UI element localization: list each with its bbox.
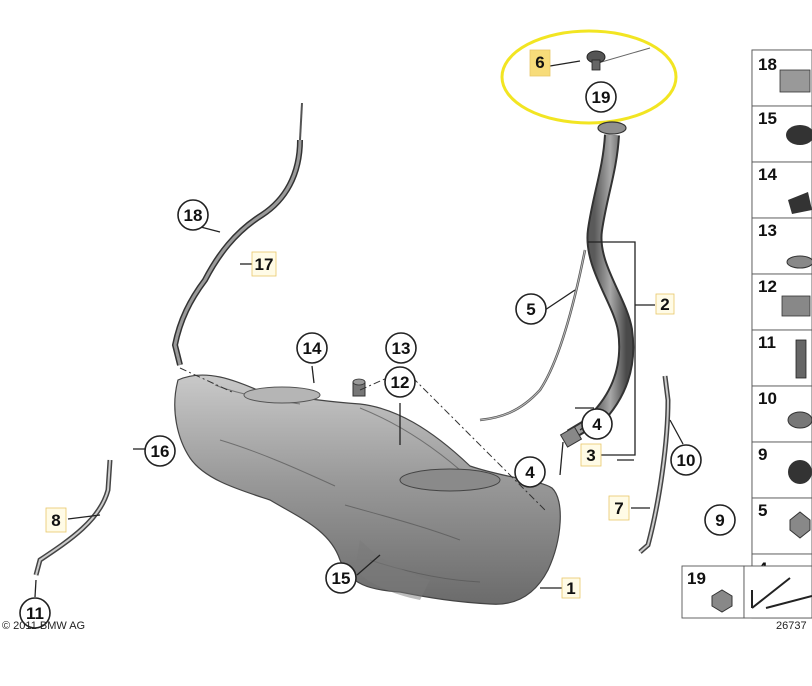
cap-part-drawing <box>586 47 651 71</box>
svg-text:14: 14 <box>758 165 777 184</box>
svg-text:13: 13 <box>758 221 777 240</box>
callout-1: 1 <box>561 577 581 599</box>
svg-text:11: 11 <box>26 604 44 623</box>
svg-text:7: 7 <box>614 499 623 518</box>
fuel-tank-drawing <box>174 374 561 605</box>
callout-16: 16 <box>144 435 176 467</box>
legend-cell-5: 5 <box>751 497 812 555</box>
svg-text:9: 9 <box>758 445 767 464</box>
callout-6: 6 <box>529 49 551 77</box>
copyright-text: © 2011 BMW AG <box>2 620 86 632</box>
legend-cell-15: 15 <box>751 105 812 163</box>
svg-text:2: 2 <box>660 295 669 314</box>
svg-text:11: 11 <box>758 333 776 352</box>
svg-text:19: 19 <box>592 88 611 107</box>
svg-text:9: 9 <box>715 511 724 530</box>
callout-4-lower: 4 <box>514 456 546 488</box>
svg-text:6: 6 <box>535 53 544 72</box>
graphic-cell <box>743 565 812 619</box>
diagram-id: 26737 <box>776 620 807 632</box>
legend-cell-12: 12 <box>751 273 812 331</box>
svg-text:19: 19 <box>687 569 706 588</box>
svg-text:8: 8 <box>51 511 60 530</box>
callout-4-upper: 4 <box>581 408 613 440</box>
callout-13: 13 <box>385 332 417 364</box>
svg-text:3: 3 <box>586 446 595 465</box>
bracket-8-drawing <box>33 459 113 576</box>
callout-15: 15 <box>325 562 357 594</box>
svg-text:18: 18 <box>758 55 777 74</box>
svg-text:15: 15 <box>332 569 351 588</box>
parts-legend: 18 15 14 13 12 11 10 <box>751 49 812 619</box>
filler-neck-drawing <box>479 121 635 448</box>
svg-text:5: 5 <box>758 501 767 520</box>
highlight-ellipse <box>500 29 678 125</box>
svg-text:5: 5 <box>526 300 535 319</box>
svg-text:18: 18 <box>184 206 203 225</box>
svg-text:4: 4 <box>525 463 535 482</box>
callout-7: 7 <box>608 495 630 521</box>
legend-cell-11: 11 <box>751 329 812 387</box>
legend-cell-14: 14 <box>751 161 812 219</box>
svg-text:12: 12 <box>391 373 410 392</box>
svg-text:14: 14 <box>303 339 322 358</box>
svg-text:13: 13 <box>392 339 411 358</box>
callout-12: 12 <box>384 366 416 398</box>
callout-3: 3 <box>580 443 602 467</box>
legend-cell-18: 18 <box>751 49 812 107</box>
svg-text:4: 4 <box>592 415 602 434</box>
callout-2: 2 <box>655 293 675 315</box>
svg-text:10: 10 <box>758 389 777 408</box>
svg-text:15: 15 <box>758 109 777 128</box>
callout-14: 14 <box>296 332 328 364</box>
callout-9: 9 <box>704 504 736 536</box>
callout-10: 10 <box>670 444 702 476</box>
callout-19: 19 <box>585 81 617 113</box>
svg-text:1: 1 <box>566 579 575 598</box>
legend-cell-9: 9 <box>751 441 812 499</box>
callout-18: 18 <box>177 199 209 231</box>
callout-5: 5 <box>515 293 547 325</box>
callout-17: 17 <box>251 251 277 277</box>
svg-text:17: 17 <box>255 255 274 274</box>
callout-11: 11 <box>19 597 51 629</box>
legend-cell-10: 10 <box>751 385 812 443</box>
svg-text:10: 10 <box>677 451 696 470</box>
svg-text:16: 16 <box>151 442 170 461</box>
callout-8: 8 <box>45 507 67 533</box>
legend-cell-19: 19 <box>681 565 745 619</box>
legend-cell-13: 13 <box>751 217 812 275</box>
bracket-7-drawing <box>638 375 671 554</box>
leader-lines <box>34 60 684 598</box>
svg-text:12: 12 <box>758 277 777 296</box>
vent-hose-drawing <box>171 102 303 366</box>
